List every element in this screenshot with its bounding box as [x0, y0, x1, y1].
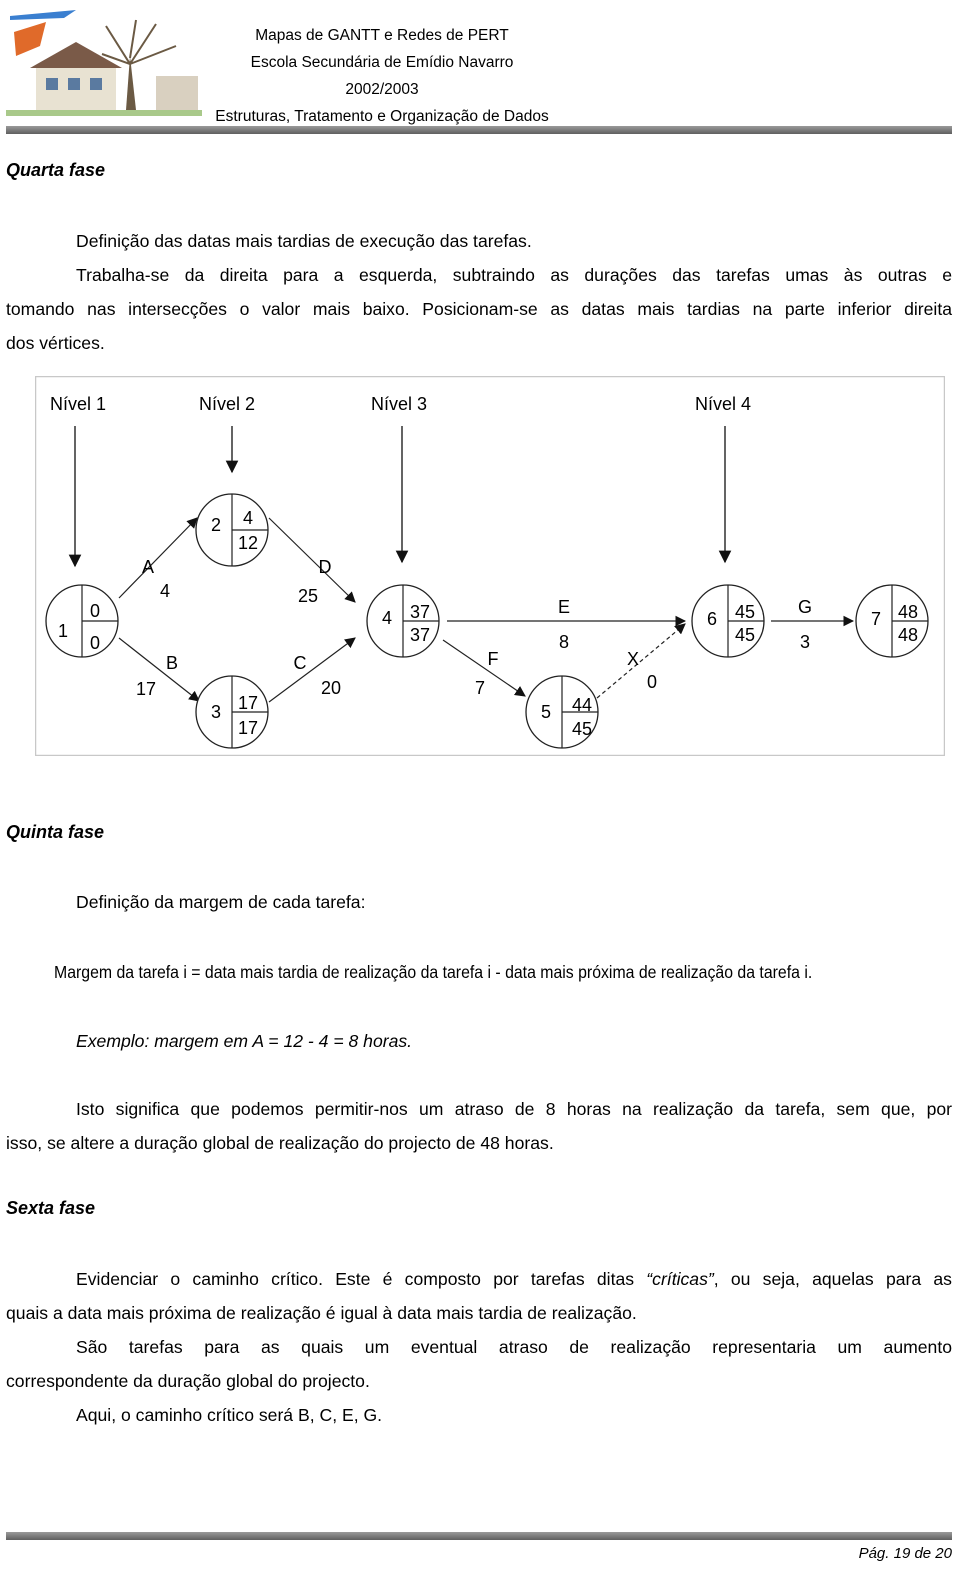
task-d-name: D [319, 557, 332, 577]
task-g-duration: 3 [800, 632, 810, 652]
task-f-duration: 7 [475, 678, 485, 698]
node-6-early: 45 [735, 602, 755, 622]
node-2-id: 2 [211, 515, 221, 535]
section-heading-quinta-fase: Quinta fase [6, 822, 105, 842]
footer-divider [6, 1532, 952, 1540]
task-c-duration: 20 [321, 678, 341, 698]
node-5-id: 5 [541, 702, 551, 722]
section5-paragraph-2-line-2: isso, se altere a duração global de real… [6, 1133, 554, 1153]
node-4: 4 37 37 [366, 584, 440, 658]
section-heading-sexta-fase: Sexta fase [6, 1198, 96, 1218]
section6-paragraph-1-line-1: Evidenciar o caminho crítico. Este é com… [76, 1262, 952, 1296]
node-2-early: 4 [243, 508, 253, 528]
node-6-id: 6 [707, 609, 717, 629]
node-3: 3 17 17 [195, 675, 269, 749]
section6-criticas: “críticas” [646, 1269, 714, 1289]
level-label-3: Nível 3 [371, 394, 427, 414]
critical-path-statement: Aqui, o caminho crítico será B, C, E, G. [76, 1405, 383, 1425]
edge-task-x [596, 623, 686, 699]
header-divider [6, 126, 952, 134]
header-course: Estruturas, Tratamento e Organização de … [215, 108, 549, 125]
edge-task-a [118, 517, 198, 599]
task-e-duration: 8 [559, 632, 569, 652]
section4-paragraph-2-line-3: dos vértices. [6, 333, 105, 353]
section4-paragraph-2-line-1: Trabalha-se da direita para a esquerda, … [76, 265, 952, 285]
margin-formula: Margem da tarefa i = data mais tardia de… [54, 962, 813, 982]
node-1-id: 1 [58, 621, 68, 641]
task-e-name: E [558, 597, 570, 617]
section6-paragraph-2-line-1: São tarefas para as quais um eventual at… [76, 1337, 952, 1357]
node-6-late: 45 [735, 625, 755, 645]
task-c-name: C [294, 653, 307, 673]
node-3-late: 17 [238, 718, 258, 738]
task-b-name: B [166, 653, 178, 673]
section4-paragraph-1: Definição das datas mais tardias de exec… [76, 231, 532, 251]
node-1-early: 0 [90, 601, 100, 621]
section4-paragraph-2-line-2: tomando nas intersecções o valor mais ba… [6, 299, 952, 319]
node-5: 5 44 45 [525, 675, 599, 749]
task-a-duration: 4 [160, 581, 170, 601]
page-number: Pág. 19 de 20 [858, 1545, 952, 1562]
section-heading-quarta-fase: Quarta fase [6, 160, 106, 180]
section6-text-a: Evidenciar o caminho crítico. Este é com… [76, 1269, 647, 1289]
section6-paragraph-2-line-2: correspondente da duração global do proj… [6, 1371, 370, 1391]
node-7-early: 48 [898, 602, 918, 622]
task-a-name: A [142, 557, 154, 577]
task-g-name: G [798, 597, 812, 617]
node-4-early: 37 [410, 602, 430, 622]
edge-task-d [268, 517, 356, 603]
task-x-duration: 0 [647, 672, 657, 692]
task-d-duration: 25 [298, 586, 318, 606]
edge-task-c [268, 637, 356, 703]
level-label-4: Nível 4 [695, 394, 751, 414]
node-1-late: 0 [90, 633, 100, 653]
task-f-name: F [488, 649, 499, 669]
node-3-early: 17 [238, 693, 258, 713]
node-7: 7 48 48 [855, 584, 929, 658]
document-header: Mapas de GANTT e Redes de PERT Escola Se… [212, 22, 552, 130]
task-b-duration: 17 [136, 679, 156, 699]
margin-example: Exemplo: margem em A = 12 - 4 = 8 horas. [76, 1031, 413, 1051]
section6-text-b: , ou seja, aquelas para as [713, 1269, 952, 1289]
task-x-name: X [627, 649, 639, 669]
header-title: Mapas de GANTT e Redes de PERT [255, 27, 509, 44]
node-6: 6 45 45 [691, 584, 765, 658]
section5-paragraph-1: Definição da margem de cada tarefa: [76, 892, 366, 912]
header-school: Escola Secundária de Emídio Navarro 2002… [250, 54, 514, 98]
node-7-id: 7 [871, 609, 881, 629]
node-4-id: 4 [382, 608, 392, 628]
node-4-late: 37 [410, 625, 430, 645]
level-label-2: Nível 2 [199, 394, 255, 414]
section6-paragraph-1-line-2: quais a data mais próxima de realização … [6, 1303, 637, 1323]
edge-task-f [442, 639, 526, 697]
node-5-late: 45 [572, 719, 592, 739]
edge-task-b [118, 637, 200, 702]
level-label-1: Nível 1 [50, 394, 106, 414]
pert-network-diagram: Nível 1 Nível 2 Nível 3 Nível 4 1 0 0 2 … [35, 376, 945, 756]
node-7-late: 48 [898, 625, 918, 645]
node-3-id: 3 [211, 702, 221, 722]
node-1: 1 0 0 [45, 584, 119, 658]
node-5-early: 44 [572, 695, 592, 715]
school-logo [6, 6, 202, 116]
section5-paragraph-2-line-1: Isto significa que podemos permitir-nos … [76, 1099, 952, 1119]
node-2-late: 12 [238, 533, 258, 553]
node-2: 2 4 12 [195, 493, 269, 567]
